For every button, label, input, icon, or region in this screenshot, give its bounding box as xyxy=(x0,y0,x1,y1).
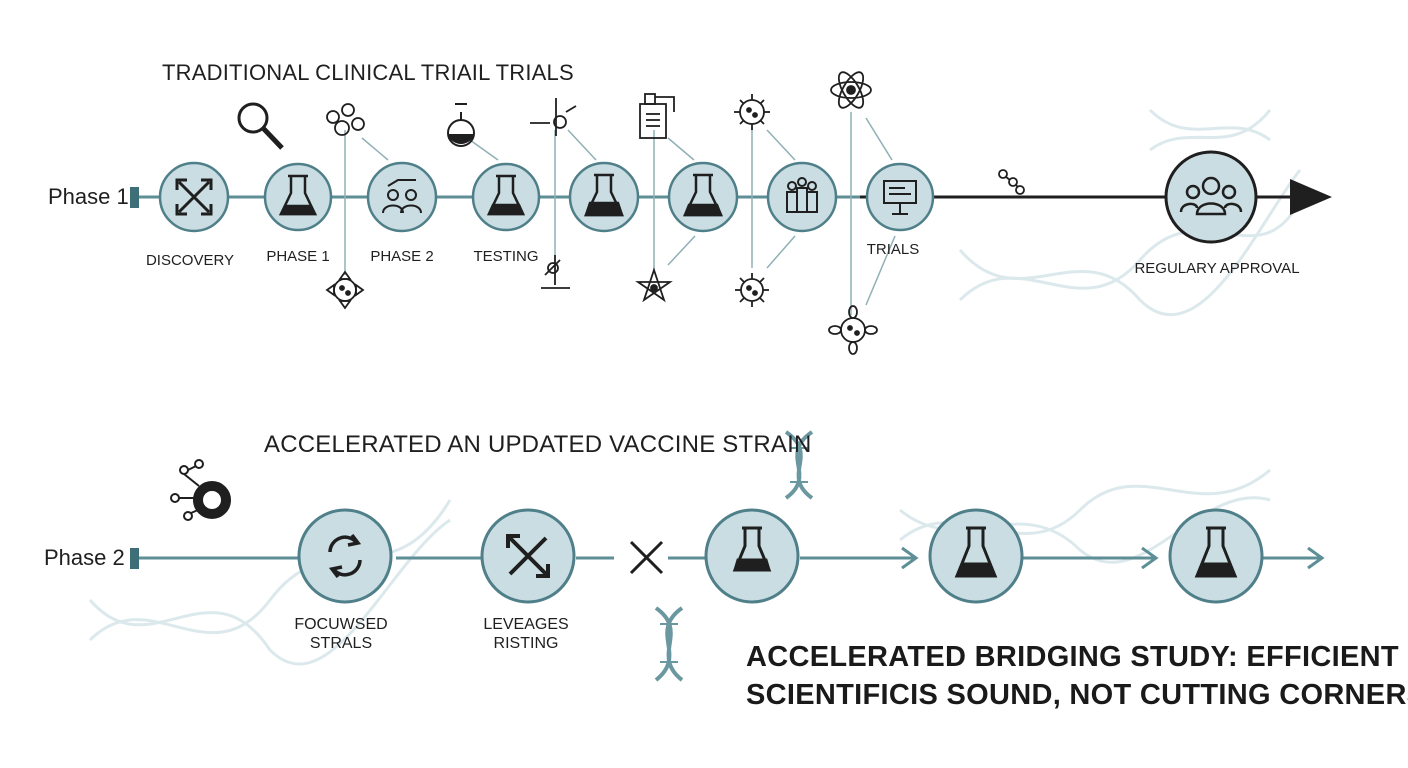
cycle-arrows-icon xyxy=(328,533,362,579)
top-step-label-phase2: PHASE 2 xyxy=(370,248,434,265)
top-node-testing xyxy=(471,162,541,232)
virus-icon-top-1 xyxy=(734,94,770,130)
skip-cross-icon xyxy=(629,540,664,575)
bottom-node-focused xyxy=(297,508,393,604)
bottom-step-label-leverages-line2: RISTING xyxy=(493,635,559,652)
flask-icon xyxy=(278,174,318,216)
flask-icon xyxy=(584,173,624,217)
top-node-people-group xyxy=(766,161,838,233)
top-node-flask-5 xyxy=(568,161,640,233)
phase1-label: Phase 1 xyxy=(48,184,129,209)
people-icon xyxy=(382,179,422,214)
bottom-node-flask-1 xyxy=(704,508,800,604)
bottom-step-label-leverages-line1: LEVEAGES xyxy=(483,616,569,633)
top-node-flask-6 xyxy=(667,161,739,233)
top-node-trials xyxy=(865,162,935,232)
test-tube-icon xyxy=(530,98,577,136)
top-step-label-discovery: DISCOVERY xyxy=(145,252,235,269)
round-flask-icon xyxy=(447,103,475,147)
conclusion-line2: SCIENTIFICIS SOUND, NOT CUTTING CORNERS xyxy=(746,679,1408,711)
dna-icon-lower xyxy=(654,606,684,682)
flask-icon xyxy=(732,526,772,572)
bottom-track-start-marker xyxy=(130,548,139,569)
bottom-track-arrow-2 xyxy=(1023,546,1159,570)
atom-star-icon xyxy=(635,267,673,303)
magnifier-icon xyxy=(237,102,284,150)
bottom-step-label-focused-line1: FOCUWSED xyxy=(294,616,388,633)
small-molecule-icon xyxy=(998,169,1025,195)
network-node-icon xyxy=(170,459,231,521)
conclusion-line1: ACCELERATED BRIDGING STUDY: EFFICIENT & xyxy=(746,641,1408,673)
bottom-node-flask-2 xyxy=(928,508,1024,604)
top-node-regulatory-approval xyxy=(1164,150,1258,244)
dna-background-bottom-left xyxy=(88,499,452,666)
bottle-icon xyxy=(639,93,675,139)
top-step-label-regulatory-approval: REGULARY APPROVAL xyxy=(1134,260,1300,277)
top-step-label-trials: TRIALS xyxy=(866,241,920,258)
bottom-node-leverages xyxy=(480,508,576,604)
top-connectors xyxy=(344,112,896,315)
flask-icon xyxy=(487,174,525,216)
top-section-title: TRADITIONAL CLINICAL TRIAIL TRIALS xyxy=(162,60,574,85)
virus-icon-top-3 xyxy=(828,305,878,355)
top-node-phase2 xyxy=(366,161,438,233)
lab-stand-icon xyxy=(541,255,570,289)
people-group-icon xyxy=(786,177,818,213)
bottom-track-arrow-1 xyxy=(800,546,919,570)
virus-icon-below-phase2 xyxy=(325,270,365,310)
virus-icon-top-2 xyxy=(735,273,769,307)
top-node-discovery xyxy=(158,161,230,233)
dna-background-top xyxy=(958,108,1302,317)
bottom-track-arrow-3 xyxy=(1263,546,1325,570)
phase2-label: Phase 2 xyxy=(44,545,125,570)
molecule-icon xyxy=(326,103,365,136)
top-step-label-phase1: PHASE 1 xyxy=(266,248,330,265)
flask-icon xyxy=(1194,526,1238,578)
flask-icon xyxy=(683,173,723,217)
top-step-label-testing: TESTING xyxy=(473,248,539,265)
dna-icon-upper xyxy=(784,430,814,500)
bottom-step-label-focused-line2: STRALS xyxy=(309,635,373,652)
top-node-phase1 xyxy=(263,162,333,232)
group-icon xyxy=(1179,176,1243,216)
bottom-section-title: ACCELERATED AN UPDATED VACCINE STRAIN xyxy=(264,431,812,458)
cross-arrows-icon xyxy=(175,178,213,216)
top-track-start-marker xyxy=(130,187,139,208)
flask-icon xyxy=(954,526,998,578)
bottom-node-flask-3 xyxy=(1168,508,1264,604)
cross-arrows-icon xyxy=(506,534,550,578)
presentation-board-icon xyxy=(883,180,917,215)
atom-icon-top xyxy=(830,71,872,109)
